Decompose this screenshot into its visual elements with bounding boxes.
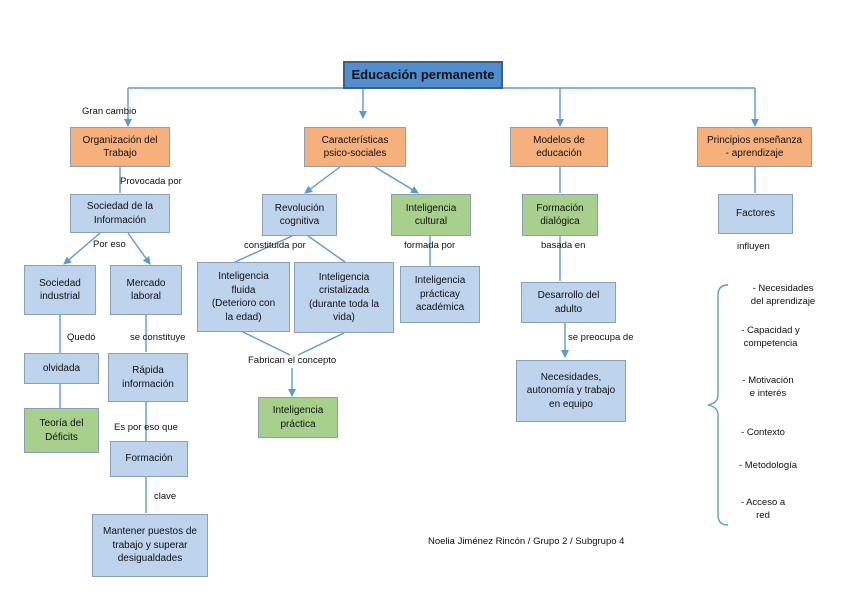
node-mercado-laboral: Mercado laboral — [110, 265, 182, 315]
label-influyen: influyen — [737, 241, 770, 252]
label-constituida-por: constituida por — [244, 240, 306, 251]
label-gran-cambio: Gran cambio — [82, 106, 137, 117]
connector-carac-cultural — [374, 166, 419, 194]
factor-capacidad-competencia: - Capacidad y competencia — [741, 325, 800, 349]
label-se-preocupa-de: se preocupa de — [568, 332, 634, 343]
connector-revolucion-cristalizada — [307, 235, 346, 263]
label-quedo: Quedó — [67, 332, 96, 343]
node-inteligencia-cristalizada: Inteligencia cristalizada (durante toda … — [294, 262, 394, 333]
node-formacion-dialogica: Formación dialógica — [522, 194, 598, 236]
connector-fluida-fabrican — [242, 331, 291, 356]
node-factores: Factores — [718, 194, 793, 234]
connector-carac-revolucion — [304, 166, 341, 194]
label-fabrican-concepto: Fabrican el concepto — [248, 355, 337, 366]
node-principios-ensenanza: Principios enseñanza - aprendizaje — [697, 127, 812, 167]
node-revolucion-cognitiva: Revolución cognitiva — [262, 194, 337, 236]
node-educacion-permanente: Educación permanente — [343, 61, 503, 89]
factores-brace — [707, 284, 729, 526]
factor-motivacion-interes: - Motivación e interés — [742, 375, 794, 399]
node-sociedad-industrial: Sociedad industrial — [24, 265, 96, 315]
connector-cristalizada-fabrican — [297, 332, 345, 356]
label-provocada-por: Provocada por — [120, 176, 182, 187]
node-necesidades-autonomia: Necesidades, autonomía y trabajo en equi… — [516, 360, 626, 422]
node-formacion: Formación — [110, 441, 188, 477]
factor-metodologia: - Metodología — [738, 460, 798, 471]
label-clave: clave — [154, 491, 177, 502]
label-basada-en: basada en — [541, 240, 586, 251]
node-modelos-educacion: Modelos de educación — [510, 127, 608, 167]
node-rapida-informacion: Rápida información — [108, 353, 188, 402]
node-inteligencia-fluida: Inteligencia fluida (Deterioro con la ed… — [197, 262, 290, 332]
footer-author: Noelia Jiménez Rincón / Grupo 2 / Subgru… — [428, 536, 625, 547]
factor-necesidades-aprendizaje: - Necesidades del aprendizaje — [750, 283, 816, 307]
node-caracteristicas-psicosociales: Características psico-sociales — [304, 127, 406, 167]
node-mantener-puestos: Mantener puestos de trabajo y superar de… — [92, 514, 208, 577]
node-organizacion-trabajo: Organización del Trabajo — [70, 127, 170, 167]
node-sociedad-informacion: Sociedad de la Información — [70, 194, 170, 233]
connector-revolucion-fluida — [234, 235, 293, 263]
connector-sociedad-industrial — [63, 232, 101, 265]
factor-contexto: - Contexto — [741, 427, 785, 438]
node-desarrollo-adulto: Desarrollo del adulto — [521, 282, 616, 323]
label-es-por-eso-que: Es por eso que — [114, 422, 178, 433]
node-inteligencia-practica: Inteligencia práctica — [258, 397, 338, 438]
node-inteligencia-practica-academica: Inteligencia prácticay académica — [400, 266, 480, 323]
factor-acceso-red: - Acceso a red — [740, 497, 786, 521]
label-se-constituye: se constituye — [130, 332, 186, 343]
label-formada-por: formada por — [404, 240, 456, 251]
node-inteligencia-cultural: Inteligencia cultural — [391, 194, 471, 236]
label-por-eso: Por eso — [93, 239, 126, 250]
node-olvidada: olvidada — [24, 353, 99, 384]
node-teoria-deficits: Teoría del Déficits — [24, 408, 99, 453]
connector-sociedad-mercado — [127, 232, 151, 265]
